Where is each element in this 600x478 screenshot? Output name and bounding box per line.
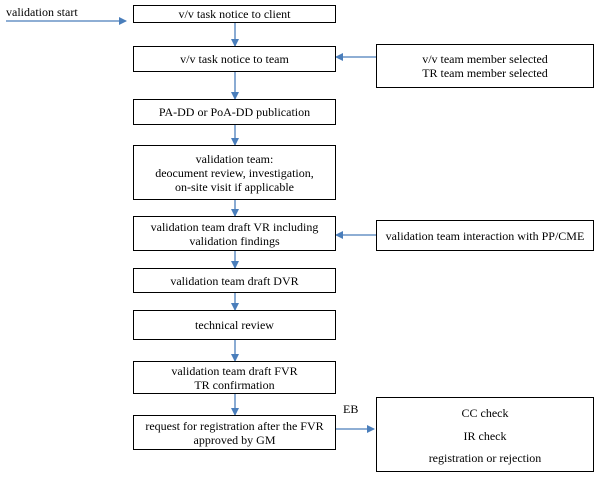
box-text-line: approved by GM xyxy=(193,432,276,447)
draft-dvr-box: validation team draft DVR xyxy=(133,268,336,293)
box-text-line: technical review xyxy=(195,318,274,332)
box-text-line: validation team: xyxy=(195,151,274,166)
box-text-line: registration or rejection xyxy=(428,451,542,465)
box-text-line: validation team draft FVR xyxy=(171,363,298,378)
technical-review-box: technical review xyxy=(133,310,336,340)
eb-label: EB xyxy=(343,402,359,416)
task-notice-client-box: v/v task notice to client xyxy=(133,5,336,23)
box-text-line: TR team member selected xyxy=(422,66,548,80)
task-notice-team-box: v/v task notice to team xyxy=(133,46,336,72)
box-text-line: IR check xyxy=(463,428,507,443)
box-text-line: on-site visit if applicable xyxy=(175,179,294,194)
interaction-box: validation team interaction with PP/CME xyxy=(376,220,594,251)
box-text-line: TR confirmation xyxy=(194,377,275,392)
box-text-line: validation team interaction with PP/CME xyxy=(385,228,585,243)
box-text-line: validation team draft VR including xyxy=(150,219,319,234)
box-text-line: deocument review, investigation, xyxy=(155,165,314,180)
box-text-line: v/v team member selected xyxy=(422,52,548,66)
team-review-box: validation team:deocument review, invest… xyxy=(133,145,336,200)
box-text-line: validation team draft DVR xyxy=(170,273,299,288)
box-text-line: v/v task notice to team xyxy=(180,52,289,66)
start-label: validation start xyxy=(6,5,78,19)
box-text-line: v/v task notice to client xyxy=(178,7,291,21)
box-text-line: CC check xyxy=(461,406,509,420)
eb-checks-box: CC check IR check registration or rejectio… xyxy=(376,397,594,472)
box-text-line: PA-DD or PoA-DD publication xyxy=(158,105,311,119)
box-text-line: validation findings xyxy=(189,233,280,248)
box-text-line: request for registration after the FVR xyxy=(145,418,324,433)
publication-box: PA-DD or PoA-DD publication xyxy=(133,99,336,125)
